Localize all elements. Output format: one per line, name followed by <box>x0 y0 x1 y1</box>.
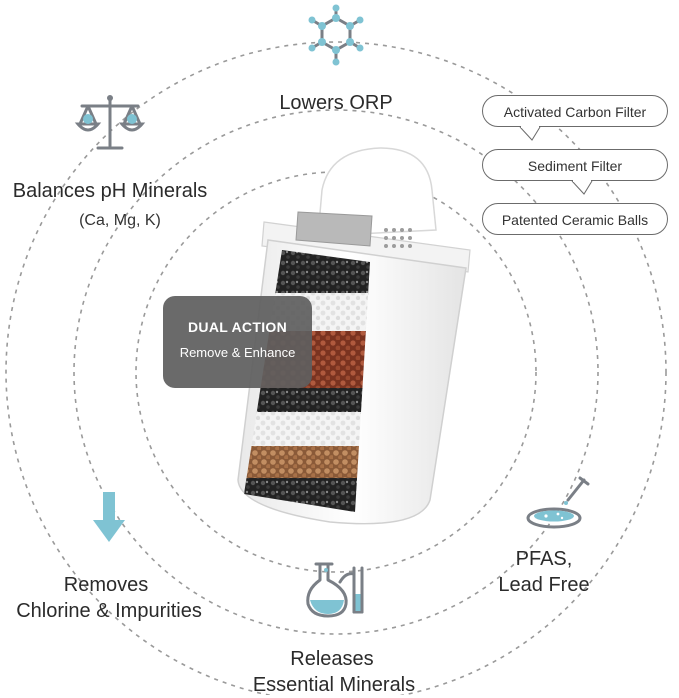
flask-icon <box>306 562 364 618</box>
balances-ph-label: Balances pH Minerals <box>12 180 208 202</box>
balance-scale-icon <box>74 95 146 150</box>
removes-label-line1: Removes <box>63 574 149 596</box>
down-arrow-icon <box>93 492 125 542</box>
molecule-icon <box>308 4 364 66</box>
layer-sediment-pill: Sediment Filter <box>482 149 668 181</box>
pfas-label-line1: PFAS, <box>515 548 573 570</box>
releases-label-line1: Releases <box>290 648 374 670</box>
dual-action-title: DUAL ACTION <box>188 319 287 335</box>
lowers-orp-label: Lowers ORP <box>279 92 393 114</box>
dual-action-subtitle: Remove & Enhance <box>179 345 296 360</box>
pfas-label-line2: Lead Free <box>498 574 590 596</box>
layer-activated-carbon-pill: Activated Carbon Filter <box>482 95 668 127</box>
balances-ph-sublabel: (Ca, Mg, K) <box>79 212 161 229</box>
layer-ceramic-balls-pill: Patented Ceramic Balls <box>482 203 668 235</box>
removes-label-line2: Chlorine & Impurities <box>16 600 202 622</box>
releases-label-line2: Essential Minerals <box>252 674 416 696</box>
dual-action-badge: DUAL ACTION Remove & Enhance <box>163 296 312 388</box>
petri-dish-icon <box>526 476 590 529</box>
